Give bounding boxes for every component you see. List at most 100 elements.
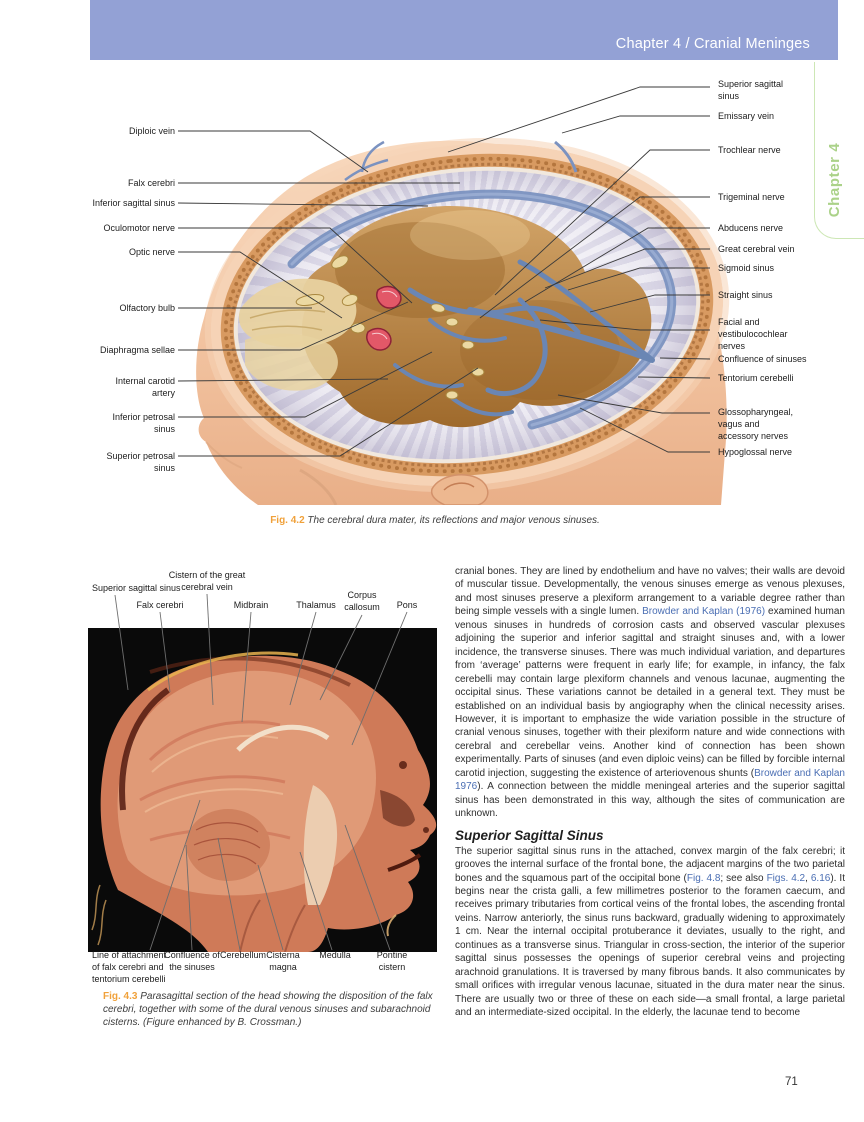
figure-label: Optic nerve — [128, 247, 175, 257]
leader-line — [557, 394, 710, 414]
figure-label: Olfactory bulb — [119, 303, 175, 313]
leader-lines — [177, 86, 711, 457]
figure-label: Superior petrosal sinus — [106, 451, 175, 473]
ear — [430, 473, 489, 505]
leader-line — [539, 319, 710, 331]
leader-line — [206, 593, 214, 706]
leader-line — [178, 367, 479, 457]
leader-line — [185, 844, 193, 951]
caption-text: The cerebral dura mater, its reflections… — [307, 515, 600, 526]
leader-line — [178, 227, 413, 304]
neck-crease — [299, 468, 338, 505]
leader-line — [567, 267, 710, 291]
figure-label: Falx cerebri — [136, 600, 184, 610]
figure-label: Midbrain — [233, 600, 269, 610]
figure-label: Pons — [396, 600, 418, 610]
central-veins — [393, 259, 655, 417]
figure-label: Cistern of the great cerebral vein — [168, 570, 246, 592]
fossa-striations — [249, 309, 326, 331]
chin-crease — [205, 441, 243, 469]
figure-label: Diploic vein — [128, 126, 175, 136]
leader-lines — [114, 593, 408, 951]
leader-line — [178, 301, 409, 351]
head-section-art — [91, 651, 437, 952]
figure-label: Facial and vestibulocochlear nerves — [718, 317, 788, 351]
figure-label: Corpus callosum — [344, 590, 380, 612]
skull-base-mass — [301, 206, 652, 428]
sagittal-section-photo — [88, 593, 437, 952]
figure-label: Glossopharyngeal, vagus and accessory ne… — [718, 407, 794, 441]
figure-label: Superior sagittal sinus — [718, 79, 784, 101]
figure-label: Straight sinus — [718, 290, 773, 300]
figure-label: Internal carotid artery — [115, 376, 175, 398]
leader-line — [257, 864, 284, 951]
caption-text: Parasagittal section of the head showing… — [103, 991, 433, 1028]
figure-label: Confluence of sinuses — [718, 354, 807, 364]
citation-link[interactable]: Figs. 4.2 — [766, 872, 806, 884]
figure-label: Cisterna magna — [266, 950, 300, 972]
section-heading: Superior Sagittal Sinus — [455, 827, 604, 843]
citation-link[interactable]: 6.16 — [810, 872, 831, 884]
figure-label: Great cerebral vein — [718, 244, 795, 254]
figure-detail-overlay — [177, 86, 711, 505]
figure-label: Medulla — [319, 950, 351, 960]
leader-line — [659, 357, 711, 360]
leader-line — [178, 130, 369, 173]
anterior-fossa-floor-2 — [245, 333, 338, 391]
emissary-vein — [554, 140, 578, 173]
figure-label: Line of attachment of falx cerebri and t… — [92, 950, 167, 984]
leader-line — [479, 196, 710, 319]
leader-line — [524, 227, 710, 303]
figure-label: Superior sagittal sinus — [92, 583, 181, 593]
figure-label: Cerebellum — [219, 950, 267, 960]
corpus-callosum — [236, 724, 330, 752]
leader-line — [589, 294, 710, 313]
caption-number: Fig. 4.2 — [270, 515, 305, 526]
leader-line — [579, 407, 710, 453]
leader-line — [217, 837, 241, 951]
leader-line — [319, 614, 363, 701]
leader-line — [177, 202, 429, 207]
leader-line — [344, 824, 391, 951]
leader-line — [494, 149, 710, 296]
venous-sinus-highlight — [290, 192, 674, 427]
leader-line — [178, 351, 433, 418]
figure-label: Pontine cistern — [376, 950, 408, 972]
citation-link[interactable]: Browder and Kaplan 1976 — [455, 767, 845, 793]
leader-line — [241, 611, 252, 723]
figure-label: Trochlear nerve — [718, 145, 781, 155]
figure-4-3-caption: Fig. 4.3 Parasagittal section of the hea… — [103, 990, 435, 1029]
figure-label: Sigmoid sinus — [718, 263, 775, 273]
figure-4-2-caption: Fig. 4.2 The cerebral dura mater, its re… — [90, 515, 780, 526]
leader-line — [114, 594, 129, 691]
figure-label: Inferior petrosal sinus — [112, 412, 175, 434]
leader-line — [447, 86, 710, 153]
paragraph-2: The superior sagittal sinus runs in the … — [455, 845, 845, 1019]
leader-line — [561, 115, 710, 134]
figure-label: Inferior sagittal sinus — [92, 198, 175, 208]
chapter-header-title: Chapter 4 / Cranial Meninges — [615, 36, 810, 52]
figure-label: Hypoglossal nerve — [718, 447, 793, 457]
chapter-header-bar: Chapter 4 / Cranial Meninges — [90, 0, 838, 60]
citation-link[interactable]: Browder and Kaplan (1976) — [642, 606, 766, 618]
leader-line — [544, 248, 710, 289]
leader-line — [637, 376, 711, 379]
caption-number: Fig. 4.3 — [103, 991, 138, 1002]
figure-label: Tentorium cerebelli — [718, 373, 794, 383]
leader-line — [149, 799, 201, 951]
citation-link[interactable]: Fig. 4.8 — [686, 872, 721, 884]
figure-label: Diaphragma sellae — [99, 345, 175, 355]
posterior-fossa-shade — [460, 300, 620, 400]
figure-label: Oculomotor nerve — [103, 223, 175, 233]
leader-line — [289, 611, 317, 706]
figure-label: Emissary vein — [718, 111, 775, 121]
page-number: 71 — [785, 1076, 798, 1088]
chapter-tab-rule — [814, 62, 864, 239]
brainstem — [303, 785, 338, 905]
figure-label: Confluence of the sinuses — [164, 950, 220, 972]
